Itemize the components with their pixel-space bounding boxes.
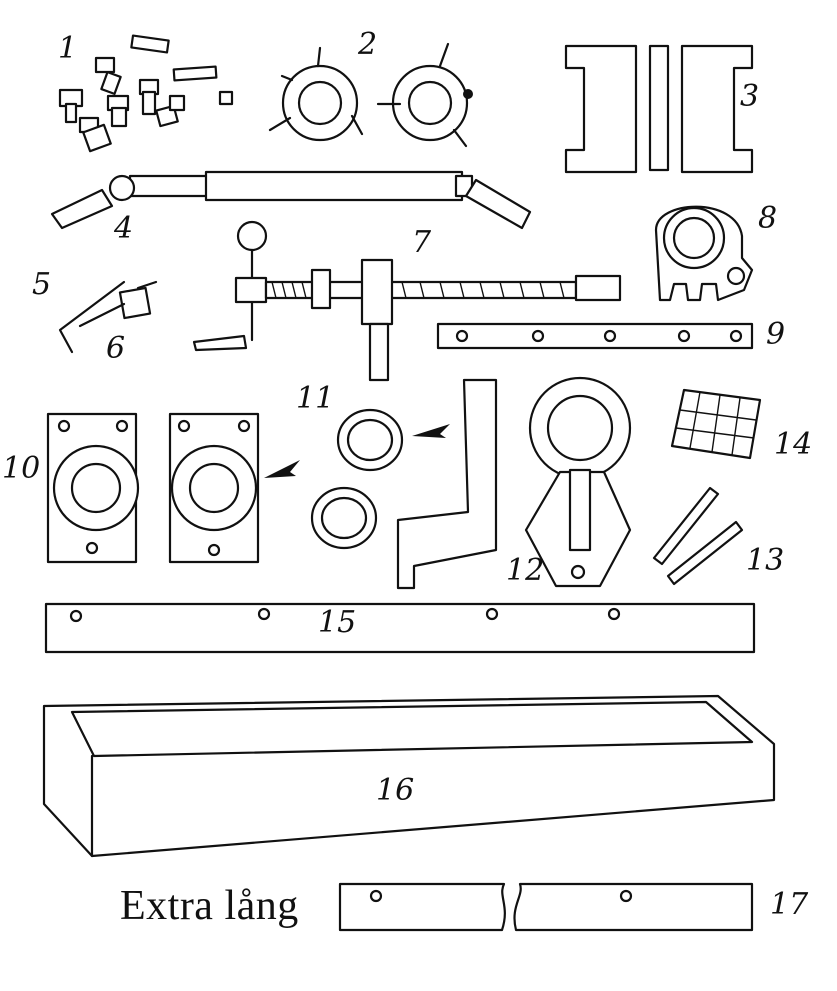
part-8-bearing-bracket <box>654 205 754 302</box>
label-1: 1 <box>58 31 77 66</box>
part-7-lead-screw <box>192 220 622 382</box>
part-6-screw-clamp <box>78 280 158 328</box>
label-2: 2 <box>357 27 377 62</box>
label-6: 6 <box>106 331 125 366</box>
caption-extra-long: Extra lång <box>120 883 299 929</box>
part-3-clamp-plates <box>564 44 754 174</box>
part-4-telescopic-shaft <box>50 170 532 230</box>
part-1-bolts-and-nuts <box>58 34 234 153</box>
label-14: 14 <box>774 427 812 462</box>
part-2-die-heads <box>268 42 473 148</box>
part-11-bushings <box>310 378 498 590</box>
label-3: 3 <box>740 79 759 114</box>
part-5-hex-key <box>58 280 126 354</box>
part-16-tray <box>42 694 776 858</box>
label-12: 12 <box>506 553 544 588</box>
label-16: 16 <box>376 773 414 808</box>
label-7: 7 <box>412 225 432 260</box>
label-4: 4 <box>113 211 133 246</box>
part-10-mounting-plates <box>46 412 300 564</box>
part-14-insert-tray <box>670 388 762 460</box>
part-12-bearing-support <box>524 376 632 588</box>
part-17-extra-long-bar <box>338 882 754 932</box>
label-8: 8 <box>758 201 777 236</box>
part-9-short-bar <box>436 322 754 350</box>
part-15-long-bar <box>44 602 756 654</box>
label-17: 17 <box>770 887 809 922</box>
label-11: 11 <box>296 381 334 416</box>
label-15: 15 <box>318 605 356 640</box>
label-9: 9 <box>766 317 785 352</box>
part-13-cutting-tools <box>652 486 744 586</box>
label-5: 5 <box>32 267 51 302</box>
label-13: 13 <box>746 543 784 578</box>
label-10: 10 <box>2 451 40 486</box>
